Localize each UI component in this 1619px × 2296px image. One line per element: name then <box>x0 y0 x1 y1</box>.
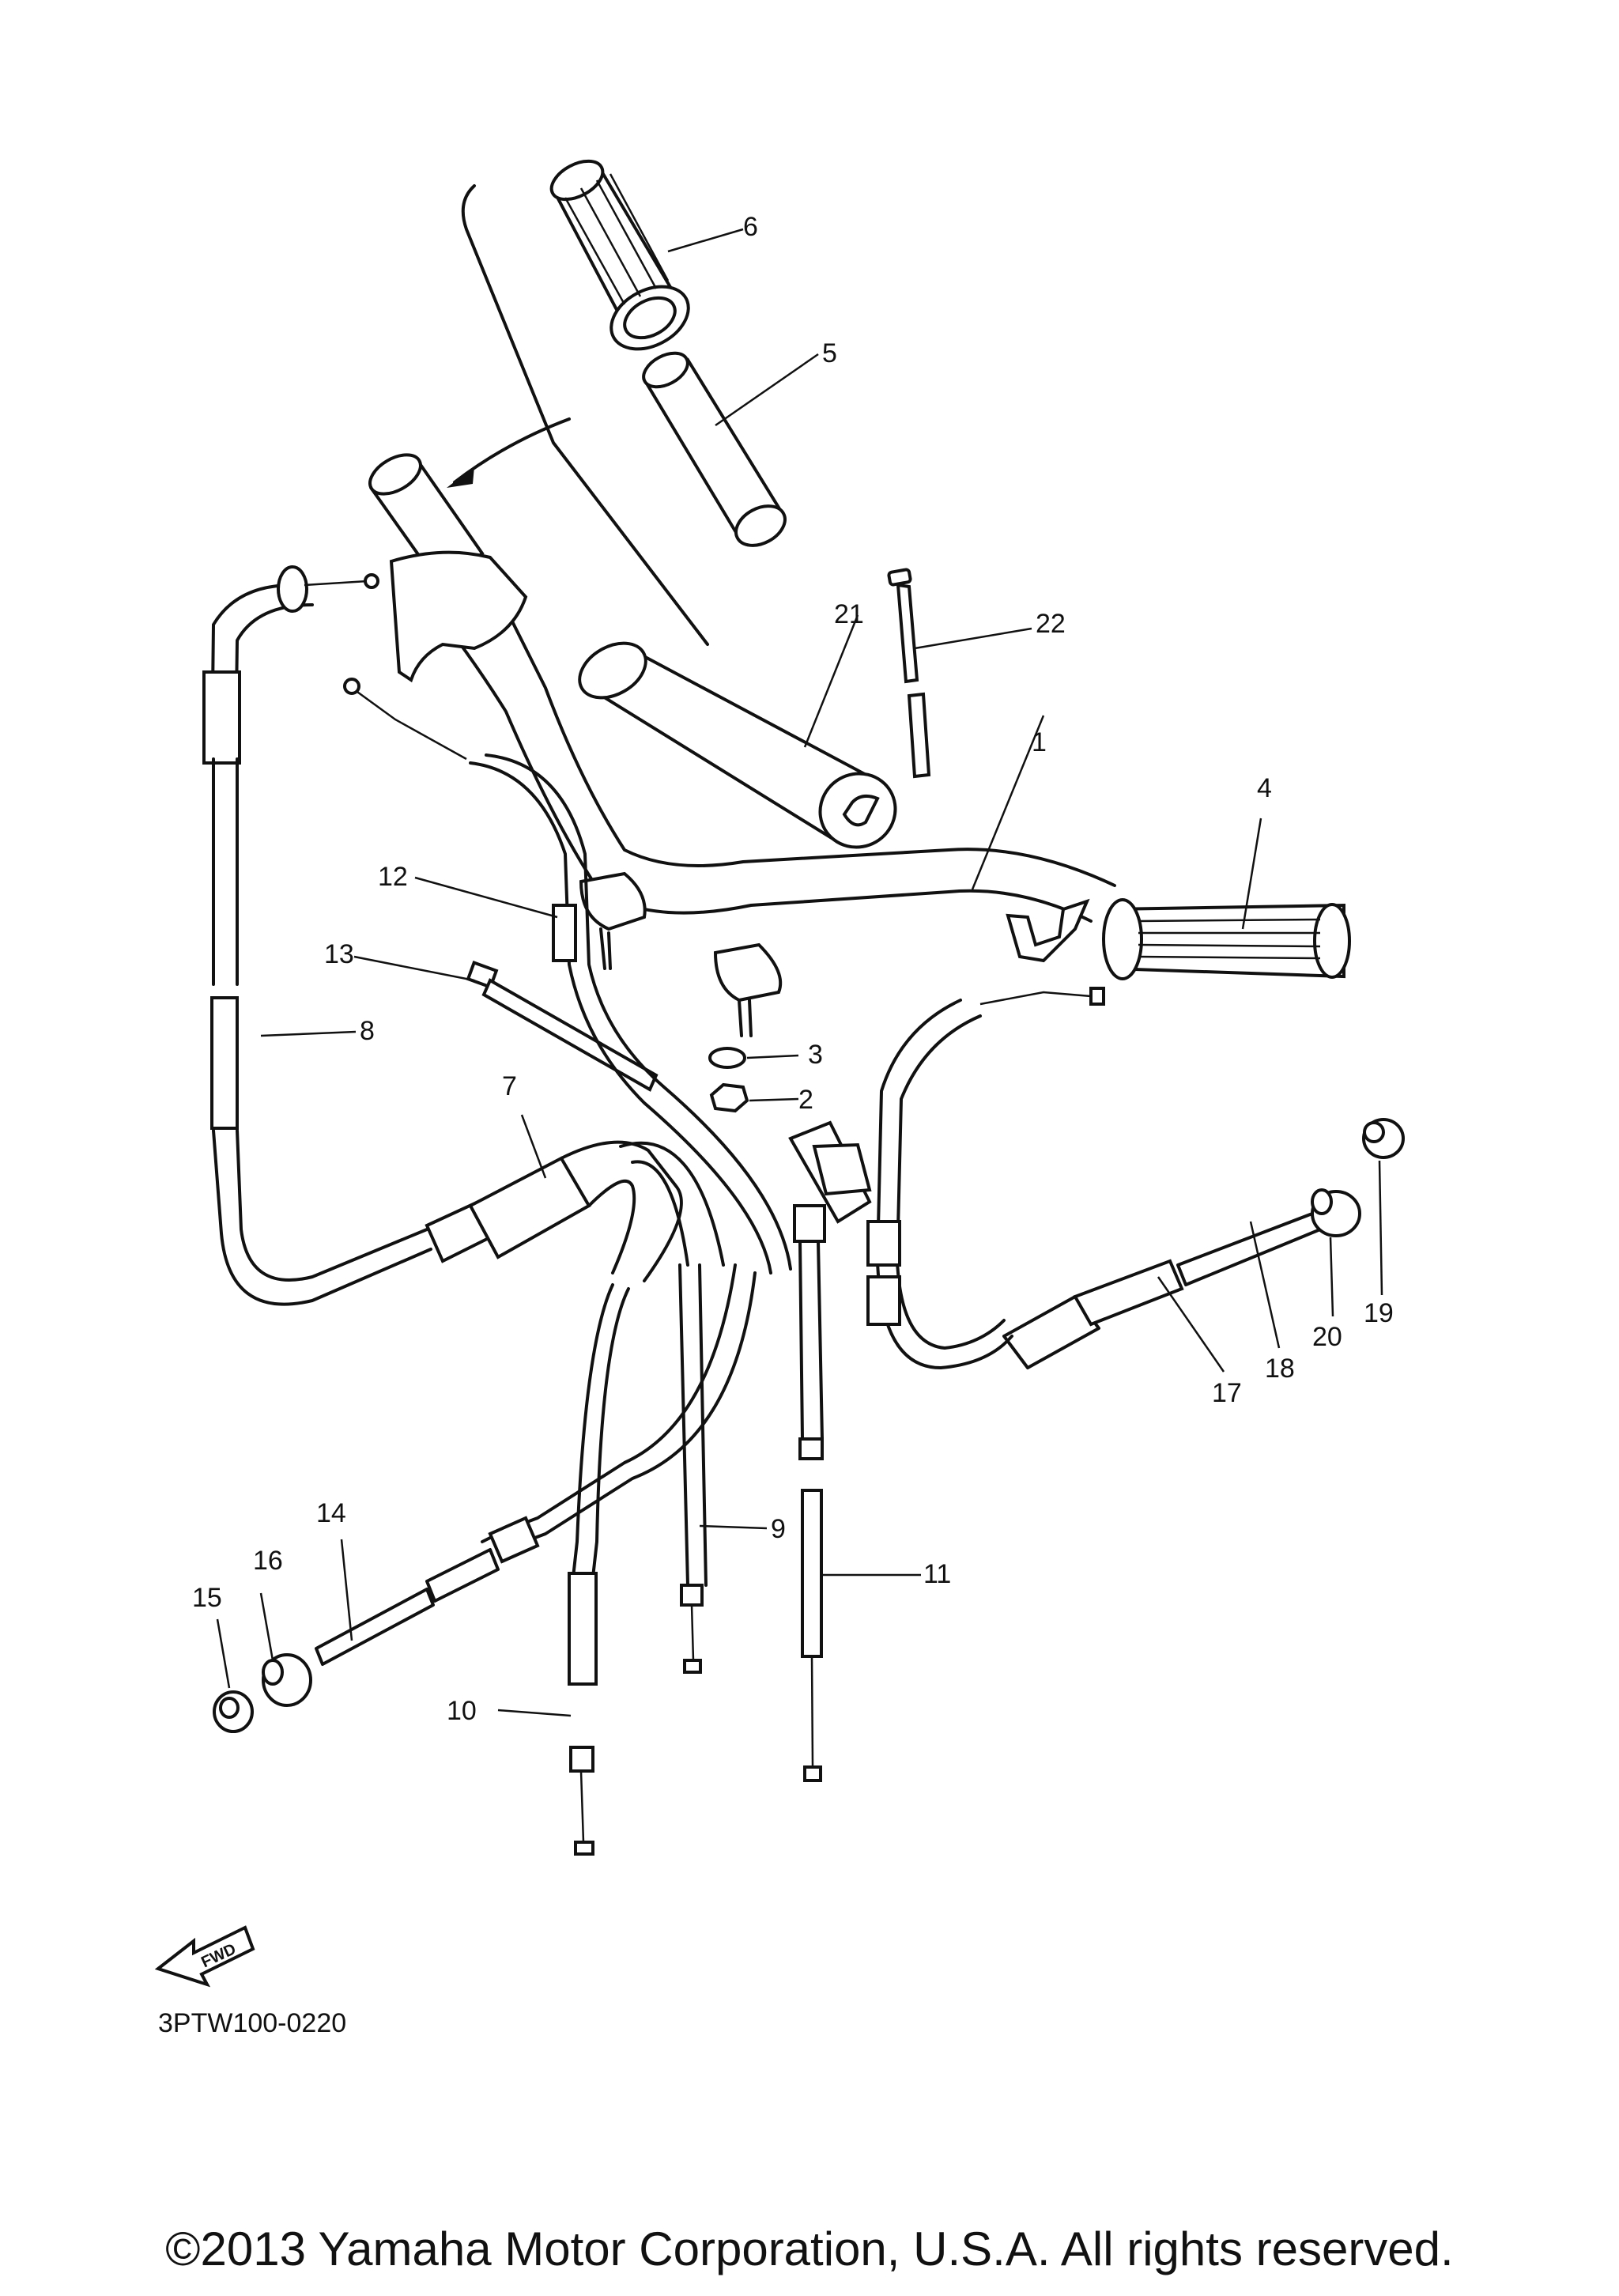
callout-11: 11 <box>923 1559 951 1589</box>
part-4-left-grip <box>1102 898 1351 980</box>
part-13-cable-tie <box>466 960 659 1092</box>
part-12-handlebar-holder-upper <box>579 871 783 1037</box>
callout-17: 17 <box>1212 1378 1242 1408</box>
callout-8: 8 <box>360 1016 375 1046</box>
callout-18: 18 <box>1265 1354 1295 1384</box>
diagram-code: 3PTW100-0220 <box>158 2008 347 2038</box>
part-17-cable <box>866 987 1184 1369</box>
part-11-cable <box>788 1120 872 1782</box>
part-14-cable-adjuster <box>315 1263 757 1666</box>
part-18-spring <box>1176 1212 1322 1286</box>
cable-end <box>343 678 360 695</box>
part-20-adjuster <box>1311 1188 1361 1237</box>
leader-lines <box>216 228 1383 1717</box>
part-19-locknut <box>1362 1118 1405 1159</box>
callout-19: 19 <box>1364 1298 1394 1328</box>
callout-9: 9 <box>771 1514 786 1544</box>
copyright-notice: ©2013 Yamaha Motor Corporation, U.S.A. A… <box>165 2222 1454 2275</box>
cable-sleeve <box>552 904 577 962</box>
callout-2: 2 <box>798 1085 813 1115</box>
callout-6: 6 <box>743 212 758 242</box>
part-3-washer <box>708 1047 746 1069</box>
callout-16: 16 <box>253 1546 283 1576</box>
callout-4: 4 <box>1257 773 1272 803</box>
part-9-cable <box>678 1263 708 1674</box>
part-15-locknut <box>213 1690 254 1733</box>
throttle-cable-outer <box>485 753 792 1271</box>
part-21-grip <box>578 641 897 849</box>
part-7-cable-junction <box>468 1140 725 1282</box>
fwd-arrow-icon: FWD <box>154 1925 255 1988</box>
throttle-cable-wire <box>351 686 467 761</box>
callout-14: 14 <box>316 1498 346 1528</box>
callout-7: 7 <box>502 1071 517 1101</box>
callout-1: 1 <box>1032 727 1047 757</box>
callout-10: 10 <box>447 1696 477 1726</box>
inset-arrowhead <box>447 466 474 488</box>
part-8-throttle-cable <box>202 565 492 1306</box>
throttle-cable-inner <box>469 761 772 1275</box>
callout-13: 13 <box>324 939 354 969</box>
inset-bracket <box>461 184 709 646</box>
part-6-throttle-grip <box>549 159 690 351</box>
part-5-throttle-sleeve <box>642 351 787 547</box>
part-10-cable <box>568 1283 630 1856</box>
callout-15: 15 <box>192 1583 222 1613</box>
callout-22: 22 <box>1036 609 1066 639</box>
throttle-housing <box>368 453 528 683</box>
part-22-band <box>887 568 931 779</box>
part-2-nut <box>709 1082 749 1113</box>
callout-3: 3 <box>808 1040 823 1070</box>
callout-12: 12 <box>378 862 408 892</box>
part-16-adjuster <box>262 1653 312 1707</box>
callout-5: 5 <box>822 338 837 368</box>
callout-21: 21 <box>834 599 864 629</box>
callout-20: 20 <box>1312 1322 1342 1352</box>
